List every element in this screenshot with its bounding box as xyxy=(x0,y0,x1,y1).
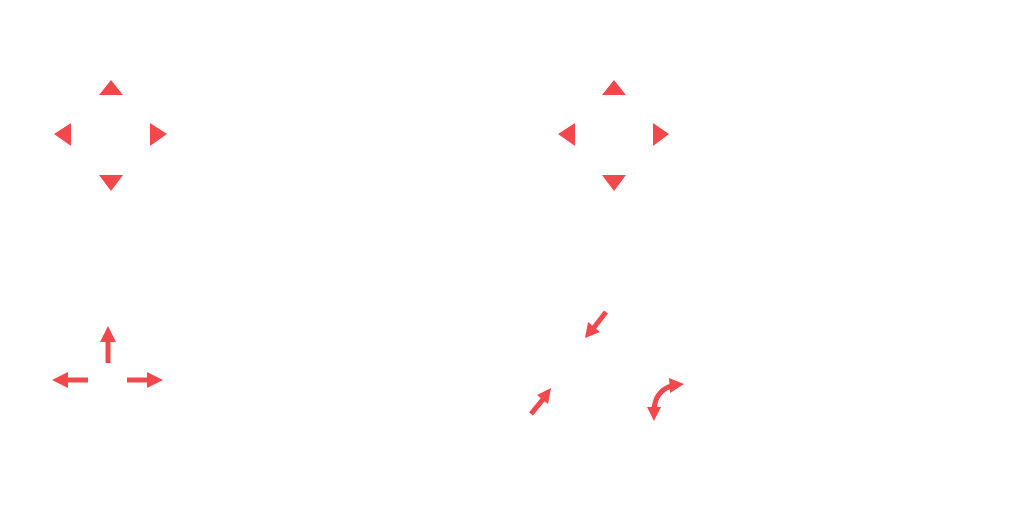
arrow-left-icon xyxy=(52,372,88,388)
triangle-right-icon xyxy=(653,123,669,146)
four-direction-triangle-arrows-icon xyxy=(553,75,673,195)
triangle-up-icon xyxy=(99,80,123,95)
three-direction-arrows-icon xyxy=(50,322,170,402)
diagonal-and-curved-arrows-icon xyxy=(520,300,700,430)
triangle-left-icon xyxy=(558,123,575,146)
curved-arrow-rotate-icon xyxy=(647,378,684,421)
triangle-up-icon xyxy=(602,80,626,95)
triangle-left-icon xyxy=(54,123,71,146)
triangle-right-icon xyxy=(150,123,167,146)
triangle-down-icon xyxy=(602,175,626,191)
arrow-up-right-icon xyxy=(529,388,551,416)
arrow-up-icon xyxy=(100,326,116,363)
arrow-right-icon xyxy=(127,372,163,388)
four-direction-triangle-arrows-icon xyxy=(50,75,170,195)
arrow-down-left-icon xyxy=(585,310,608,338)
triangle-down-icon xyxy=(99,175,123,191)
